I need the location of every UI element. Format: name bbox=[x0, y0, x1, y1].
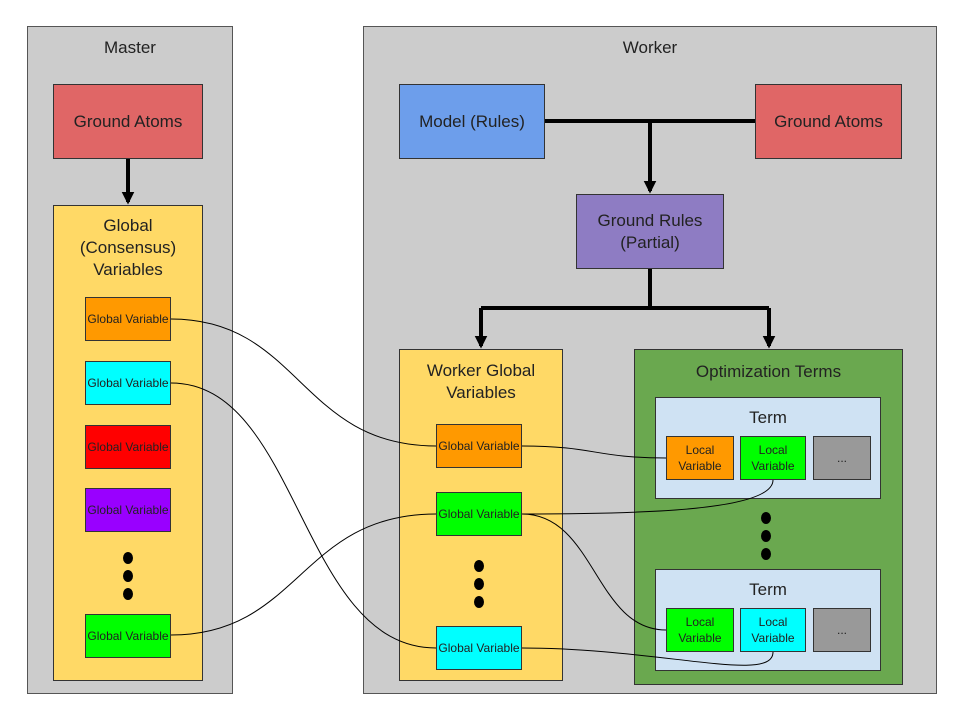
worker-title: Worker bbox=[622, 38, 678, 57]
term-1-title: Term bbox=[749, 408, 787, 427]
term-1-local-variable-green: Local Variable bbox=[740, 436, 806, 480]
master-global-variable-purple: Global Variable bbox=[85, 488, 171, 532]
term-2-local-variable-cyan: Local Variable bbox=[740, 608, 806, 652]
title-line: Variables bbox=[93, 260, 163, 280]
terms-ellipsis-dots bbox=[761, 512, 771, 566]
ground-rules-line: Ground Rules bbox=[597, 211, 703, 231]
worker-global-variables-title: Worker Global Variables bbox=[399, 360, 563, 404]
master-global-variables-title: Global (Consensus) Variables bbox=[53, 215, 203, 281]
master-global-variable-cyan: Global Variable bbox=[85, 361, 171, 405]
term-1-ellipsis-box: ... bbox=[813, 436, 871, 480]
worker-global-variable-cyan: Global Variable bbox=[436, 626, 522, 670]
master-title: Master bbox=[104, 38, 156, 57]
worker-global-variable-green: Global Variable bbox=[436, 492, 522, 536]
title-line: Variables bbox=[446, 383, 516, 403]
optimization-terms-title: Optimization Terms bbox=[695, 362, 842, 381]
model-rules-box: Model (Rules) bbox=[399, 84, 545, 159]
title-line: Worker Global bbox=[426, 361, 536, 380]
title-line: Global bbox=[103, 216, 153, 235]
worker-global-variable-orange: Global Variable bbox=[436, 424, 522, 468]
worker-ellipsis-dots bbox=[474, 560, 484, 614]
term-2-title: Term bbox=[749, 580, 787, 599]
term-1-local-variable-orange: Local Variable bbox=[666, 436, 734, 480]
ground-rules-line: (Partial) bbox=[620, 232, 680, 252]
master-global-variable-green: Global Variable bbox=[85, 614, 171, 658]
term-2-local-variable-green: Local Variable bbox=[666, 608, 734, 652]
master-global-variable-orange: Global Variable bbox=[85, 297, 171, 341]
term-2-ellipsis-box: ... bbox=[813, 608, 871, 652]
ground-rules-box: Ground Rules (Partial) bbox=[576, 194, 724, 269]
master-ellipsis-dots bbox=[123, 552, 133, 606]
master-ground-atoms-box: Ground Atoms bbox=[53, 84, 203, 159]
worker-ground-atoms-box: Ground Atoms bbox=[755, 84, 902, 159]
master-global-variable-red: Global Variable bbox=[85, 425, 171, 469]
title-line: (Consensus) bbox=[79, 238, 177, 258]
